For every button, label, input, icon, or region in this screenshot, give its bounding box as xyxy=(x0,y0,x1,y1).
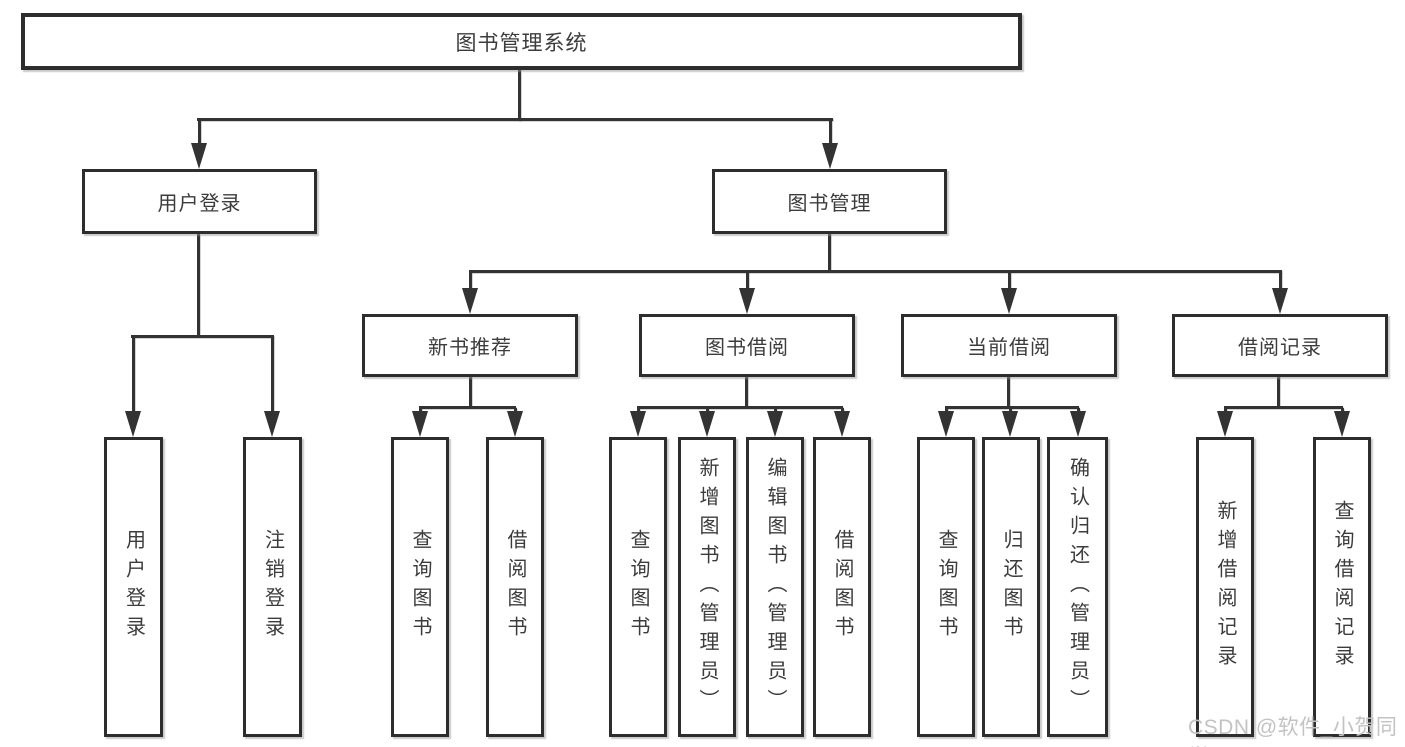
leaf-label: 注销登录 xyxy=(261,529,284,645)
leaf-label: 编辑图书（管理员） xyxy=(764,456,786,718)
arrow-down-icon xyxy=(462,288,478,314)
arrow-down-icon xyxy=(1001,288,1017,314)
arrow-stem xyxy=(198,120,201,145)
arrow-down-icon xyxy=(938,411,954,437)
leaf-label: 查询图书 xyxy=(935,529,957,645)
leaf-edit-books-admin: 编辑图书（管理员） xyxy=(746,437,804,737)
arrow-down-icon xyxy=(699,411,715,437)
arrow-down-icon xyxy=(125,411,141,437)
arrow-down-icon xyxy=(507,411,523,437)
node-label: 图书借阅 xyxy=(705,337,789,359)
node-book-borrowing: 图书借阅 xyxy=(639,314,855,377)
node-book-management: 图书管理 xyxy=(712,169,947,234)
arrow-stem xyxy=(132,337,135,413)
connector-current-branch xyxy=(945,406,1079,409)
leaf-add-borrow-record: 新增借阅记录 xyxy=(1196,437,1254,737)
node-current-borrowing: 当前借阅 xyxy=(901,314,1117,377)
node-label: 当前借阅 xyxy=(967,337,1051,359)
arrow-stem xyxy=(271,337,274,413)
arrow-down-icon xyxy=(834,411,850,437)
connector-records-branch xyxy=(1224,406,1343,409)
arrow-stem xyxy=(1224,408,1227,413)
leaf-return-books: 归还图书 xyxy=(982,437,1040,737)
leaf-query-books-current: 查询图书 xyxy=(917,437,975,737)
arrow-down-icon xyxy=(412,411,428,437)
arrow-stem xyxy=(1009,408,1012,413)
connector-recommend-branch xyxy=(419,406,516,409)
node-label: 新书推荐 xyxy=(428,337,512,359)
node-borrowing-records: 借阅记录 xyxy=(1172,314,1388,377)
arrow-stem xyxy=(746,272,749,290)
leaf-borrow-books: 借阅图书 xyxy=(813,437,871,737)
arrow-down-icon xyxy=(191,143,207,169)
arrow-down-icon xyxy=(739,288,755,314)
leaf-label: 查询图书 xyxy=(627,529,649,645)
connector-user-trunk xyxy=(197,234,200,337)
arrow-stem xyxy=(829,120,832,145)
arrow-stem xyxy=(706,408,709,413)
arrow-stem xyxy=(1008,272,1011,290)
node-label: 借阅记录 xyxy=(1238,337,1322,359)
node-new-book-recommend: 新书推荐 xyxy=(362,314,578,377)
connector-root-trunk xyxy=(518,69,521,121)
leaf-label: 新增借阅记录 xyxy=(1214,500,1236,674)
node-label: 图书管理 xyxy=(787,193,872,215)
arrow-down-icon xyxy=(822,143,838,169)
arrow-down-icon xyxy=(767,411,783,437)
arrow-stem xyxy=(637,408,640,413)
arrow-down-icon xyxy=(264,411,280,437)
leaf-label: 查询借阅记录 xyxy=(1331,500,1353,674)
node-label: 图书管理系统 xyxy=(455,31,588,55)
leaf-logout: 注销登录 xyxy=(243,437,302,737)
arrow-stem xyxy=(469,272,472,290)
arrow-stem xyxy=(419,408,422,413)
arrow-down-icon xyxy=(1272,288,1288,314)
leaf-query-borrow-record: 查询借阅记录 xyxy=(1313,437,1371,737)
connector-user-branch xyxy=(131,335,274,338)
arrow-stem xyxy=(774,408,777,413)
arrow-stem xyxy=(1077,408,1080,413)
connector-mgmt-trunk xyxy=(828,232,831,272)
leaf-borrow-books-recommend: 借阅图书 xyxy=(486,437,544,737)
arrow-down-icon xyxy=(1217,411,1233,437)
node-user-login: 用户登录 xyxy=(82,169,317,234)
connector-recommend-trunk xyxy=(469,376,472,407)
leaf-add-books-admin: 新增图书（管理员） xyxy=(678,437,736,737)
leaf-user-login: 用户登录 xyxy=(104,437,163,737)
node-library-management-system: 图书管理系统 xyxy=(21,13,1022,70)
leaf-label: 归还图书 xyxy=(1000,529,1022,645)
leaf-label: 借阅图书 xyxy=(831,529,853,645)
arrow-down-icon xyxy=(1070,411,1086,437)
arrow-stem xyxy=(841,408,844,413)
arrow-down-icon xyxy=(630,411,646,437)
leaf-label: 查询图书 xyxy=(409,529,431,645)
connector-records-trunk xyxy=(1277,376,1280,407)
arrow-stem xyxy=(945,408,948,413)
arrow-down-icon xyxy=(1002,411,1018,437)
arrow-stem xyxy=(1341,408,1344,413)
watermark: CSDN @软件_小贺同学 xyxy=(1188,716,1398,747)
leaf-label: 借阅图书 xyxy=(504,529,526,645)
connector-borrow-branch xyxy=(637,406,843,409)
arrow-stem xyxy=(514,408,517,413)
arrow-down-icon xyxy=(1334,411,1350,437)
leaf-confirm-return-admin: 确认归还（管理员） xyxy=(1047,437,1108,737)
leaf-query-books-recommend: 查询图书 xyxy=(391,437,449,737)
connector-current-trunk xyxy=(1007,376,1010,407)
arrow-stem xyxy=(1279,272,1282,290)
leaf-query-books-borrow: 查询图书 xyxy=(609,437,667,737)
leaf-label: 新增图书（管理员） xyxy=(696,456,718,718)
connector-level3-branch xyxy=(469,270,1282,273)
connector-borrow-trunk xyxy=(745,376,748,407)
leaf-label: 用户登录 xyxy=(122,529,145,645)
node-label: 用户登录 xyxy=(157,193,242,215)
connector-level2-branch xyxy=(197,118,833,121)
leaf-label: 确认归还（管理员） xyxy=(1066,456,1089,718)
